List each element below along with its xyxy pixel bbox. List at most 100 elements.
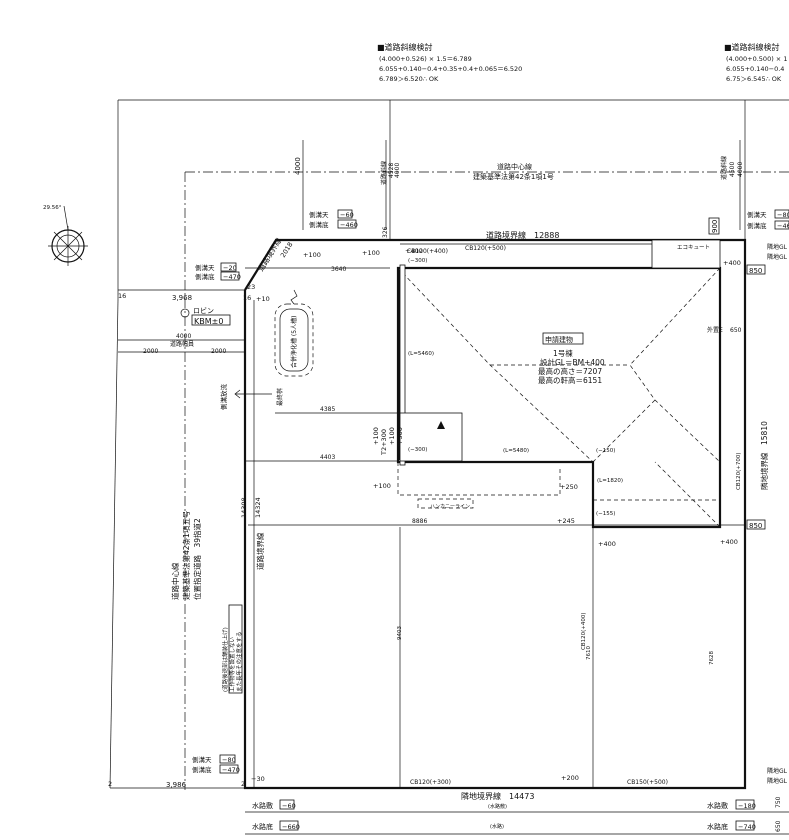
left-dimensions: 3640 4385 4403 8886 14308 14324 <box>240 266 745 788</box>
dim-2000a: 2000 <box>143 348 158 355</box>
building: 申請建物 1号棟 設計GL＝BM+400 最高の高さ＝7207 最高の軒高＝61… <box>396 264 722 529</box>
road-slope-right: 道路斜線 <box>720 156 728 180</box>
svg-text:水路敷: 水路敷 <box>707 801 728 810</box>
svg-text:−740: −740 <box>738 823 756 831</box>
svg-text:水路敷: 水路敷 <box>252 801 273 810</box>
left-road-designation: 道路中心線 建築基準法第42条1項五号 位置指定道路 39指道2 <box>170 511 202 600</box>
gutter-bottom-left: 側溝天 −80 側溝底 −470 <box>192 754 240 774</box>
svg-text:+100: +100 <box>362 249 380 257</box>
svg-text:+400: +400 <box>723 259 741 267</box>
svg-text:合併浄化槽 (5人槽): 合併浄化槽 (5人槽) <box>290 316 298 368</box>
svg-text:ロビン: ロビン <box>193 306 214 315</box>
svg-text:650: 650 <box>775 820 782 832</box>
svg-text:側溝天: 側溝天 <box>195 263 215 272</box>
road-boundary-top: 道路境界線 12888 <box>486 230 559 240</box>
svg-text:4385: 4385 <box>320 406 335 413</box>
water-channel: 水路敷 −60 水路底 −660 水路敷 −180 水路底 −740 (水路敷)… <box>245 767 789 835</box>
svg-text:側溝天: 側溝天 <box>309 210 329 219</box>
gutter-top-right: 側溝天 −80 側溝底 −460 隣地GL 隣地GL <box>747 209 789 261</box>
svg-text:−180: −180 <box>738 802 756 810</box>
road-slope-right-val2: 4000 <box>737 162 744 177</box>
svg-text:隣地GL: 隣地GL <box>767 243 788 251</box>
approach-area: ハンカニーライン (L=5460) (L=5480) (L=1820) <box>397 351 721 510</box>
svg-text:−660: −660 <box>282 823 300 831</box>
svg-text:−60: −60 <box>282 802 296 810</box>
dim-326: 326 <box>382 226 389 238</box>
svg-text:最高の軒高＝6151: 最高の軒高＝6151 <box>538 375 602 385</box>
road-width: 道路幅員 <box>170 340 194 348</box>
slope-check-1-line3: 6.789＞6.520∴ OK <box>379 75 439 83</box>
svg-text:650: 650 <box>730 327 742 334</box>
svg-text:+400: +400 <box>598 540 616 548</box>
svg-text:道路中心線: 道路中心線 <box>170 562 180 600</box>
svg-text:+10: +10 <box>256 295 270 303</box>
slope-check-2-line3: 6.75＞6.545∴ OK <box>726 75 782 83</box>
dim-2000b: 2000 <box>211 348 226 355</box>
dim-4000-top: 4000 <box>294 157 302 175</box>
svg-text:3640: 3640 <box>331 266 346 273</box>
svg-text:申請建物: 申請建物 <box>545 335 573 344</box>
svg-text:1号棟: 1号棟 <box>553 348 573 358</box>
dim-4000-mid: 4000 <box>176 333 191 340</box>
svg-text:(L=5480): (L=5480) <box>503 448 529 454</box>
svg-text:ハンカニーライン: ハンカニーライン <box>430 504 470 510</box>
svg-text:−30: −30 <box>251 775 265 783</box>
slope-check-1-title: ■道路斜線検討 <box>377 42 433 52</box>
svg-text:工作物等を設置しない: 工作物等を設置しない <box>228 636 236 692</box>
slope-check-2-line1: (4.000+0.500) × 1 <box>726 55 787 63</box>
svg-text:隣地GL: 隣地GL <box>767 767 788 775</box>
svg-text:側溝底: 側溝底 <box>195 272 215 281</box>
dim-16a: 16 <box>118 292 126 300</box>
note-box: (道路後退部は舗装仕上げ) 工作物等を設置しない また長年その注意をする <box>221 604 243 694</box>
road-slope-val1: 4000 <box>394 163 401 178</box>
svg-text:850: 850 <box>749 522 762 530</box>
svg-text:−20: −20 <box>223 264 237 272</box>
svg-text:側溝底: 側溝底 <box>747 221 767 230</box>
svg-text:側溝底: 側溝底 <box>192 765 212 774</box>
svg-text:+100: +100 <box>372 427 380 445</box>
svg-text:7610: 7610 <box>586 646 592 660</box>
septic-tank: 合併浄化槽 (5人槽) 最終桝 側溝放流 <box>219 289 314 410</box>
road-slope-label: 道路斜線 <box>380 161 388 185</box>
svg-text:CB120(+700): CB120(+700) <box>736 452 742 490</box>
svg-text:CB120(+400): CB120(+400) <box>581 612 587 650</box>
road-setback: 16 3,968 16 23 4000 道路幅員 2000 2000 3,986… <box>108 283 255 789</box>
svg-text:+200: +200 <box>561 774 579 782</box>
svg-text:−60: −60 <box>340 211 354 219</box>
svg-text:隣地GL: 隣地GL <box>767 253 788 261</box>
svg-text:750: 750 <box>775 796 782 808</box>
svg-text:+500: +500 <box>396 427 404 445</box>
svg-text:+100: +100 <box>303 251 321 259</box>
road-slope-right-val: 4500 <box>729 162 736 177</box>
property-boundary: 道路境界線 12888 道路境界線 2018 道路境界線 隣地境界線 14473… <box>243 230 769 801</box>
svg-text:CB150(+500): CB150(+500) <box>627 779 668 786</box>
compass-angle: 29.56° <box>43 205 62 211</box>
slope-check-2-title: ■道路斜線検討 <box>724 42 780 52</box>
svg-text:+400: +400 <box>405 247 423 255</box>
road-boundary-left: 道路境界線 <box>255 532 265 570</box>
dim-900: 900 <box>711 220 719 233</box>
svg-text:−470: −470 <box>223 273 241 281</box>
svg-text:(L=5460): (L=5460) <box>408 351 434 357</box>
svg-text:位置指定道路 39指道2: 位置指定道路 39指道2 <box>192 518 202 600</box>
svg-text:(L=1820): (L=1820) <box>597 478 623 484</box>
svg-text:7628: 7628 <box>709 651 715 665</box>
svg-text:−470: −470 <box>222 766 240 774</box>
svg-text:(−150): (−150) <box>596 448 615 454</box>
svg-text:KBM±0: KBM±0 <box>194 317 223 326</box>
svg-text:水路底: 水路底 <box>707 822 728 831</box>
svg-text:850: 850 <box>749 267 762 275</box>
kbm-marker: ロビン KBM±0 <box>180 306 231 326</box>
svg-text:(−300): (−300) <box>408 447 427 453</box>
svg-text:外置E: 外置E <box>707 326 723 334</box>
svg-text:+400: +400 <box>720 538 738 546</box>
road-center-label: 道路中心線 <box>497 162 532 171</box>
svg-text:側溝底: 側溝底 <box>309 220 329 229</box>
slope-check-1-line1: (4.000+0.526) × 1.5＝6.789 <box>379 55 472 63</box>
frame-lines <box>109 99 789 789</box>
svg-text:(−300): (−300) <box>408 258 427 264</box>
road-slope-val2: 4528 <box>388 163 395 178</box>
dim-16b: 16 <box>243 294 251 302</box>
svg-text:(水路): (水路) <box>490 823 504 830</box>
svg-text:+100: +100 <box>373 482 391 490</box>
